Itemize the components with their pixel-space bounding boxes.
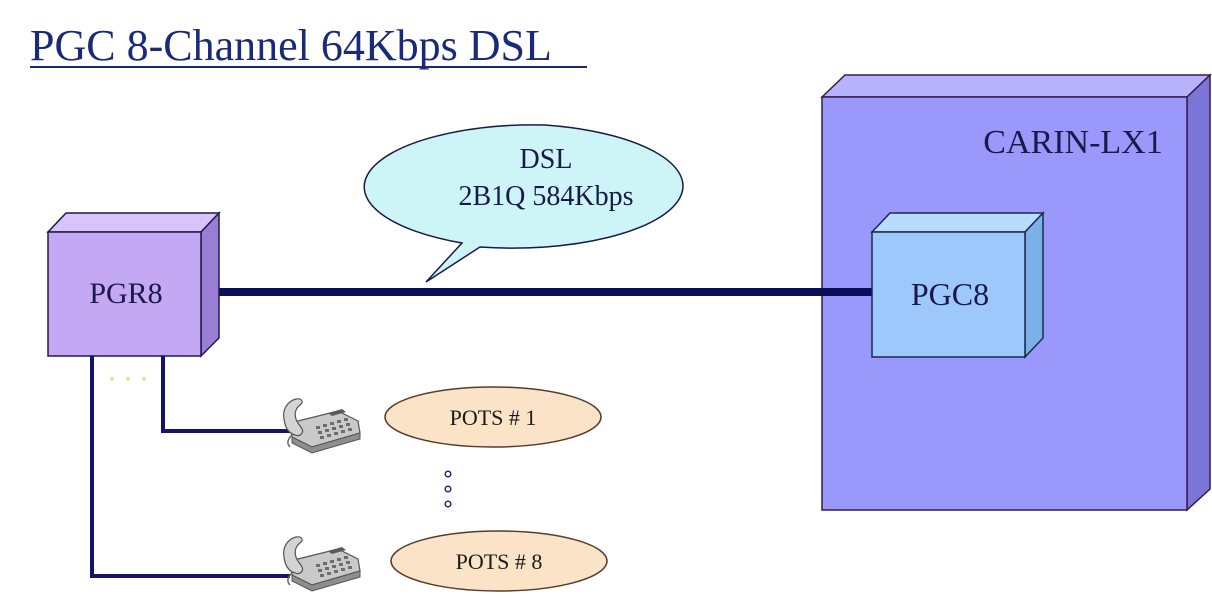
pgr8-port-dots — [110, 377, 146, 381]
pots8-ellipse — [390, 530, 608, 592]
pots1-wire — [161, 356, 290, 433]
pgc8-label: PGC8 — [911, 276, 989, 312]
pots1-label: POTS # 1 — [450, 405, 537, 430]
telephone-1-icon — [282, 398, 361, 454]
pgr8-label: PGR8 — [89, 277, 162, 310]
vertical-ellipsis — [444, 470, 452, 508]
page-title: PGC 8-Channel 64Kbps DSL — [30, 21, 552, 70]
pgr8-box — [46, 211, 221, 358]
pgc8-box — [870, 211, 1045, 359]
pots8-label: POTS # 8 — [456, 549, 543, 574]
carin-lx1-label: CARIN-LX1 — [983, 124, 1162, 161]
pots8-wire — [90, 356, 290, 578]
callout-line2: 2B1Q 584Kbps — [458, 181, 633, 212]
dsl-callout — [363, 124, 684, 283]
callout-line1: DSL — [520, 144, 573, 175]
telephone-8-icon — [282, 536, 361, 592]
pots1-ellipse — [384, 386, 602, 448]
